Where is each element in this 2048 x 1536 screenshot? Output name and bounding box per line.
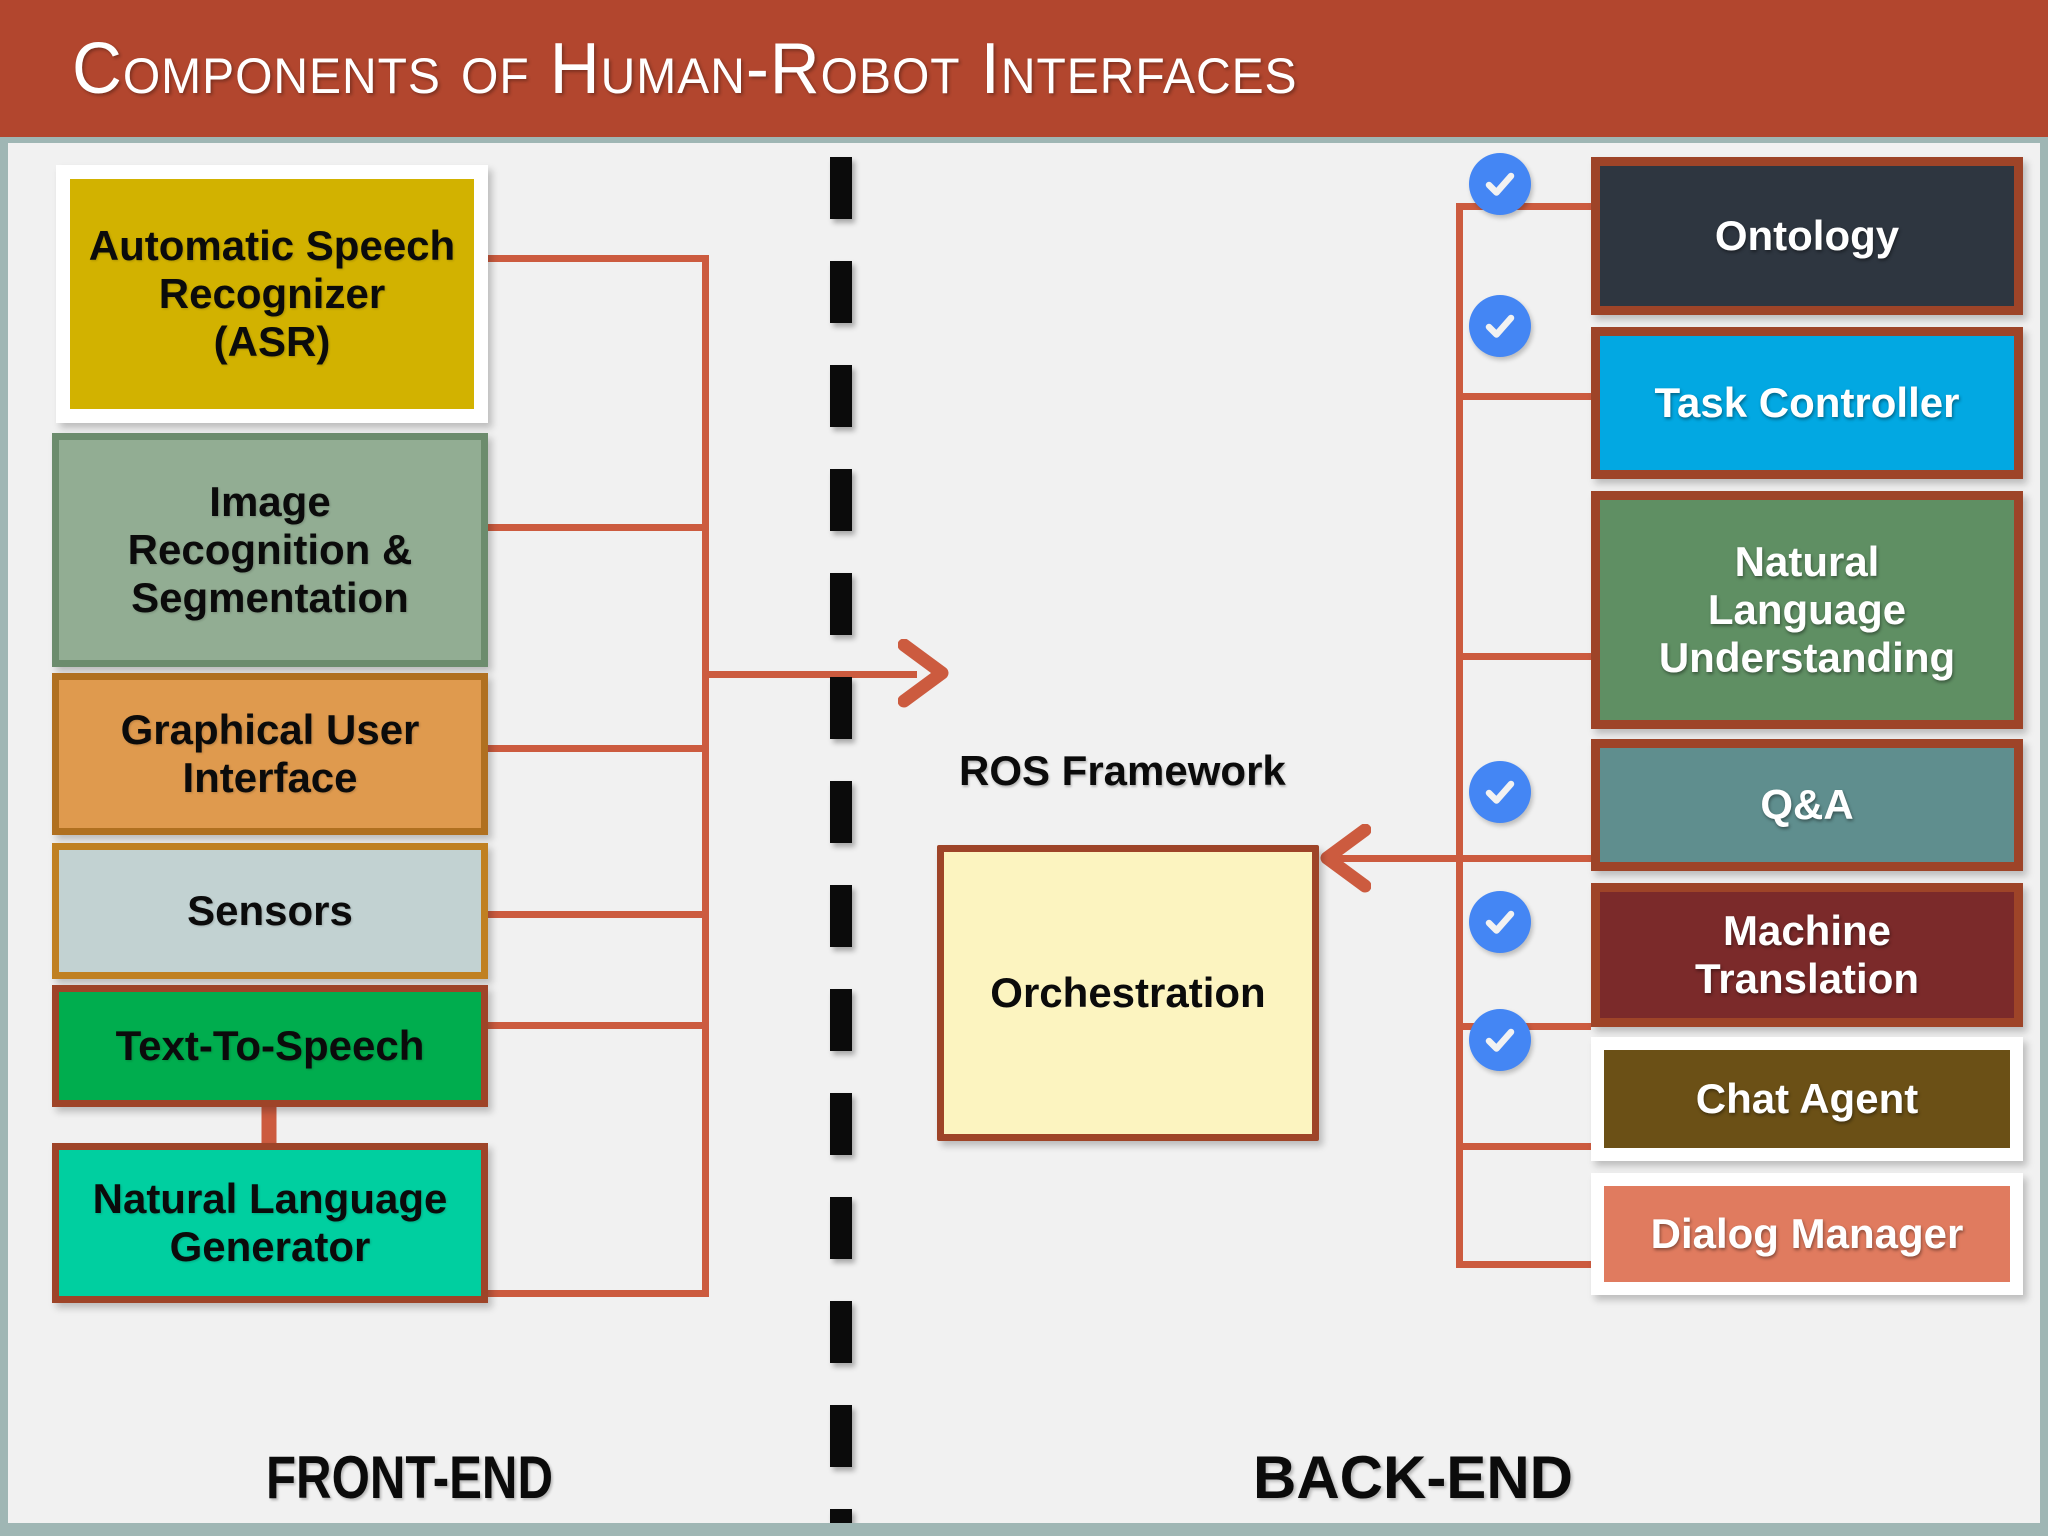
frontend-stub-gui <box>476 745 709 752</box>
backend-box-machine-translation[interactable]: Machine Translation <box>1591 883 2023 1027</box>
check-circle-icon <box>1469 295 1531 357</box>
backend-stub-ontology <box>1456 203 1591 210</box>
backend-box-qanda[interactable]: Q&A <box>1591 739 2023 871</box>
divider-dash <box>830 365 852 427</box>
frontend-stub-tts <box>476 1022 709 1029</box>
check-circle-icon <box>1469 891 1531 953</box>
diagram-canvas: ROS Framework Orchestration Automatic Sp… <box>8 143 2040 1523</box>
frontend-stub-image <box>476 524 709 531</box>
ros-framework-label: ROS Framework <box>959 747 1286 794</box>
backend-box-chat-agent[interactable]: Chat Agent <box>1591 1037 2023 1161</box>
divider-dash <box>830 1093 852 1155</box>
backend-box-task-controller[interactable]: Task Controller <box>1591 327 2023 479</box>
backend-stub-task-controller <box>1456 393 1591 400</box>
backend-stub-chat-agent <box>1456 1143 1591 1150</box>
frontend-spine-lower <box>702 1022 709 1297</box>
orchestration-box[interactable]: Orchestration <box>937 845 1319 1141</box>
backend-stub-qa <box>1456 855 1591 862</box>
frontend-stub-nlg <box>476 1290 709 1297</box>
divider-dash <box>830 1301 852 1363</box>
divider-dash <box>830 1197 852 1259</box>
back-end-label: BACK-END <box>1253 1444 1573 1511</box>
backend-box-natural-language-understanding[interactable]: Natural Language Understanding <box>1591 491 2023 729</box>
divider-dash <box>830 989 852 1051</box>
arrow-left-icon <box>1320 824 1371 893</box>
divider-dash <box>830 781 852 843</box>
divider-dash <box>830 1509 852 1523</box>
frontend-box-text-to-speech[interactable]: Text-To-Speech <box>52 985 488 1107</box>
frontend-box-sensors[interactable]: Sensors <box>52 843 488 979</box>
divider-dash <box>830 469 852 531</box>
page-title: Components of Human-Robot Interfaces <box>72 29 1298 109</box>
frontend-box-graphical-user-interface[interactable]: Graphical User Interface <box>52 673 488 835</box>
backend-box-dialog-manager[interactable]: Dialog Manager <box>1591 1173 2023 1295</box>
frontend-stub-sensors <box>476 911 709 918</box>
frontend-box-image-recognition-and-segmentation[interactable]: Image Recognition & Segmentation <box>52 433 488 667</box>
frontend-box-natural-language-generator[interactable]: Natural Language Generator <box>52 1143 488 1303</box>
divider-dash <box>830 677 852 739</box>
divider-dash <box>830 157 852 219</box>
backend-box-ontology[interactable]: Ontology <box>1591 157 2023 315</box>
divider-dash <box>830 573 852 635</box>
check-circle-icon <box>1469 153 1531 215</box>
frontend-backend-divider <box>830 143 852 1523</box>
divider-dash <box>830 885 852 947</box>
frontend-box-automatic-speech-recognizer-asr[interactable]: Automatic Speech Recognizer (ASR) <box>56 165 488 423</box>
backend-stub-nlu <box>1456 653 1591 660</box>
arrow-right-icon <box>898 639 949 708</box>
check-circle-icon <box>1469 761 1531 823</box>
frontend-spine <box>702 255 709 1022</box>
backend-spine <box>1456 203 1463 1263</box>
backend-main-trunk <box>1337 855 1462 862</box>
front-end-label: FRONT-END <box>266 1444 553 1511</box>
check-circle-icon <box>1469 1009 1531 1071</box>
frontend-stub-asr <box>476 255 709 262</box>
divider-dash <box>830 261 852 323</box>
divider-dash <box>830 1405 852 1467</box>
title-bar: Components of Human-Robot Interfaces <box>0 0 2048 137</box>
frontend-main-trunk <box>702 671 917 678</box>
backend-stub-dialog-manager <box>1456 1261 1591 1268</box>
